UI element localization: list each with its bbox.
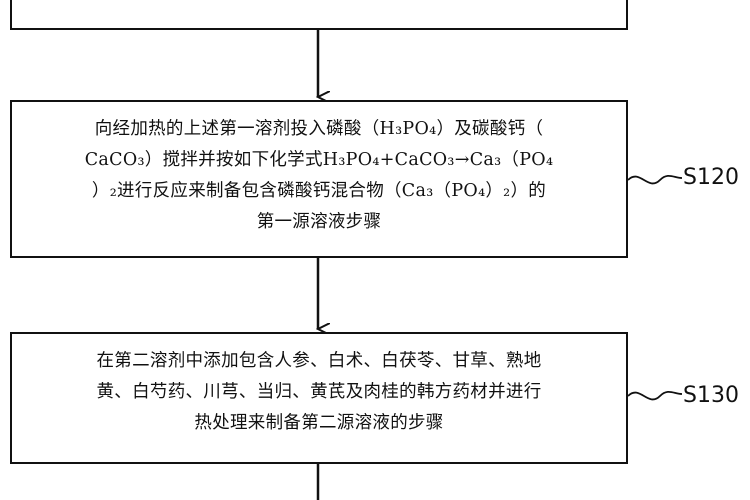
step-text-line: 黄、白芍药、川芎、当归、黄芪及肉桂的韩方药材并进行 bbox=[96, 382, 542, 402]
step-text-s1300: 在第二溶剂中添加包含人参、白术、白茯苓、甘草、熟地 黄、白芍药、川芎、当归、黄芪… bbox=[22, 346, 616, 439]
step-box-s1200: 向经加热的上述第一溶剂投入磷酸（H₃PO₄）及碳酸钙（ CaCO₃）搅拌并按如下… bbox=[10, 100, 628, 258]
step-text-line: 热处理来制备第二源溶液的步骤 bbox=[194, 413, 444, 433]
step-text-line: 在第二溶剂中添加包含人参、白术、白茯苓、甘草、熟地 bbox=[96, 351, 542, 371]
step-box-top bbox=[10, 0, 628, 30]
step-text-line: 向经加热的上述第一溶剂投入磷酸（H₃PO₄）及碳酸钙（ bbox=[94, 119, 544, 139]
step-label-s1300: S130 bbox=[683, 383, 739, 408]
step-box-s1300: 在第二溶剂中添加包含人参、白术、白茯苓、甘草、熟地 黄、白芍药、川芎、当归、黄芪… bbox=[10, 332, 628, 464]
step-label-s1200: S120 bbox=[683, 165, 739, 190]
leader-s1200 bbox=[627, 174, 683, 185]
step-text-line: 第一源溶液步骤 bbox=[256, 212, 382, 232]
leader-s1300 bbox=[627, 390, 683, 401]
step-text-line: ）₂进行反应来制备包含磷酸钙混合物（Ca₃（PO₄）₂）的 bbox=[91, 181, 547, 201]
step-text-s1200: 向经加热的上述第一溶剂投入磷酸（H₃PO₄）及碳酸钙（ CaCO₃）搅拌并按如下… bbox=[22, 114, 616, 238]
step-text-line: CaCO₃）搅拌并按如下化学式H₃PO₄+CaCO₃→Ca₃（PO₄ bbox=[84, 150, 554, 170]
